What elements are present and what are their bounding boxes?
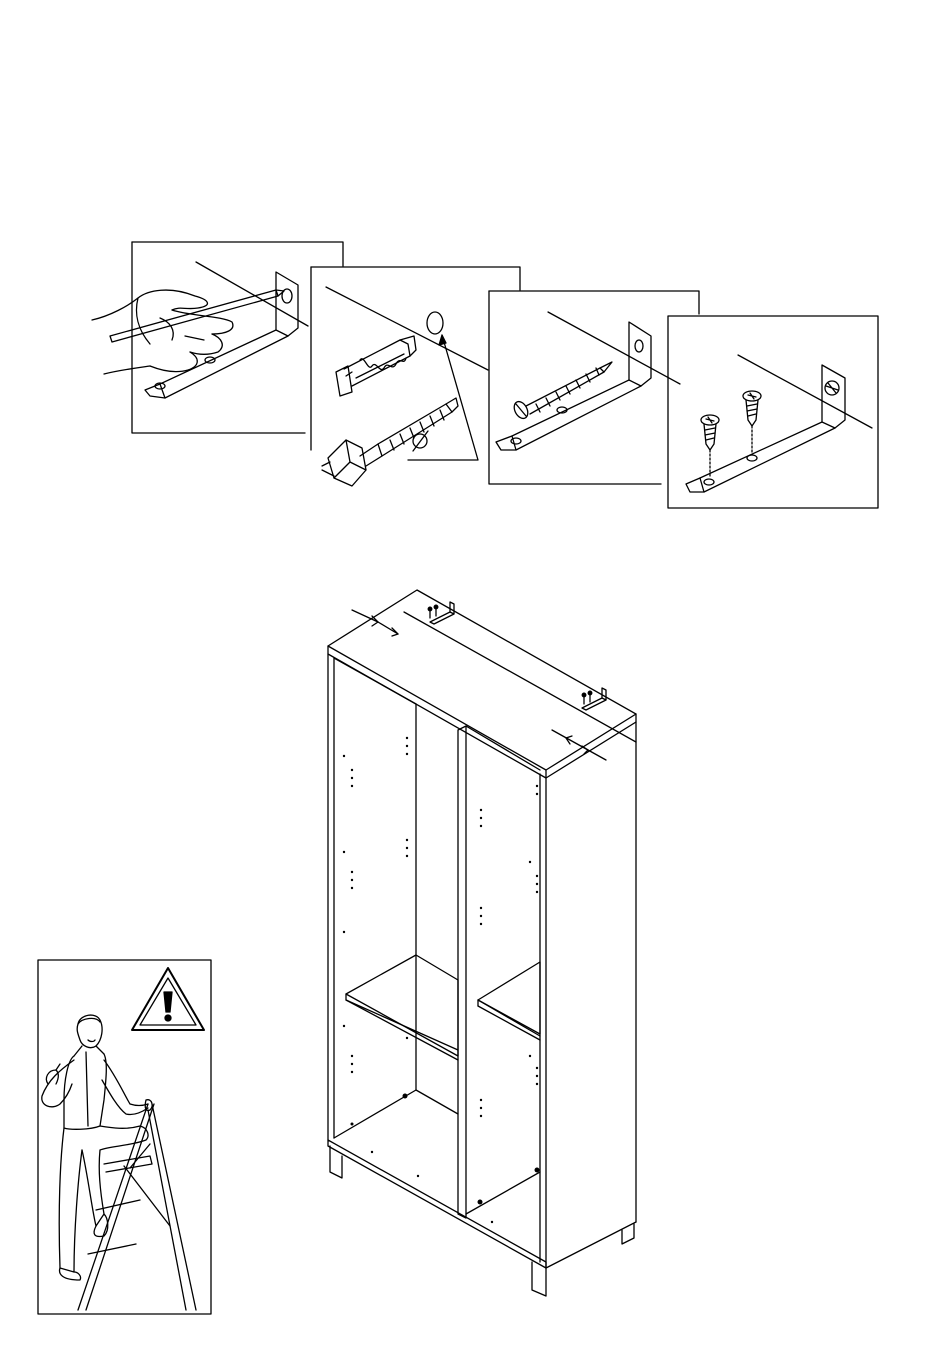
step-1-mark-drill-hole-panel: [92, 242, 343, 433]
angle-bracket-icon: [428, 602, 454, 624]
diameter-symbol: [413, 431, 428, 451]
warning-panel: [38, 960, 211, 1314]
hand-icon: [92, 290, 233, 374]
wood-screw-icon: [701, 415, 719, 478]
step-4-screw-bracket-to-cabinet-panel: [668, 316, 878, 508]
angle-bracket-icon: [496, 322, 651, 450]
warning-triangle-icon: [132, 968, 204, 1030]
cabinet-top-brackets: [352, 602, 636, 760]
drill-bit-icon: [322, 398, 458, 486]
wood-screw-icon: [743, 391, 761, 454]
angle-bracket-icon: [582, 688, 606, 710]
person-on-stepladder-icon: [42, 1015, 196, 1310]
wall-plug-icon: [336, 336, 416, 396]
